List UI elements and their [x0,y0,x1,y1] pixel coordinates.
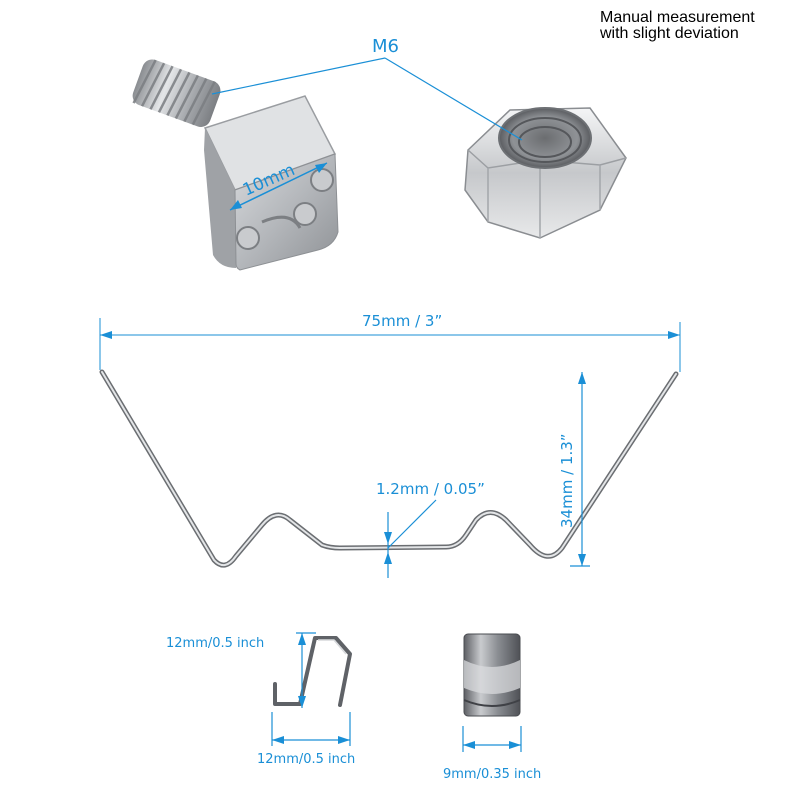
measurement-note-line-2: with slight deviation [600,25,739,42]
clip-depth-label: 9mm/0.35 inch [443,767,541,782]
width-arrow-right [668,331,680,339]
side-width-label: 12mm/0.5 inch [257,752,355,767]
clip-height-dimension [570,372,590,567]
thread-callout-lines [211,57,523,141]
side-height-label: 12mm/0.5 inch [166,636,264,651]
clip-height-label: 34mm / 1.3” [558,433,576,528]
head-width-dimension [229,162,328,211]
measurement-note-line-1: Manual measurement [600,9,755,26]
clip-depth-dimension [462,726,522,752]
hex-nut [464,107,627,239]
thread-size-label: M6 [372,36,399,57]
glazing-clip-front-view [99,369,679,568]
square-head-bolt [132,59,339,271]
bolt-shank [132,59,221,127]
height-arrow-bottom [578,554,586,566]
side-height-dimension [296,632,316,708]
clip-width-dimension [99,318,681,372]
clip-side-view [273,636,352,707]
clip-width-label: 75mm / 3” [362,312,442,330]
wire-thickness-dimension [387,499,437,578]
height-arrow-top [578,372,586,384]
clip-end-view [463,633,521,717]
measurement-note: Manual measurement with slight deviation [600,10,790,42]
wire-thickness-label: 1.2mm / 0.05” [376,480,485,498]
side-width-dimension [271,712,351,746]
width-arrow-left [100,331,112,339]
